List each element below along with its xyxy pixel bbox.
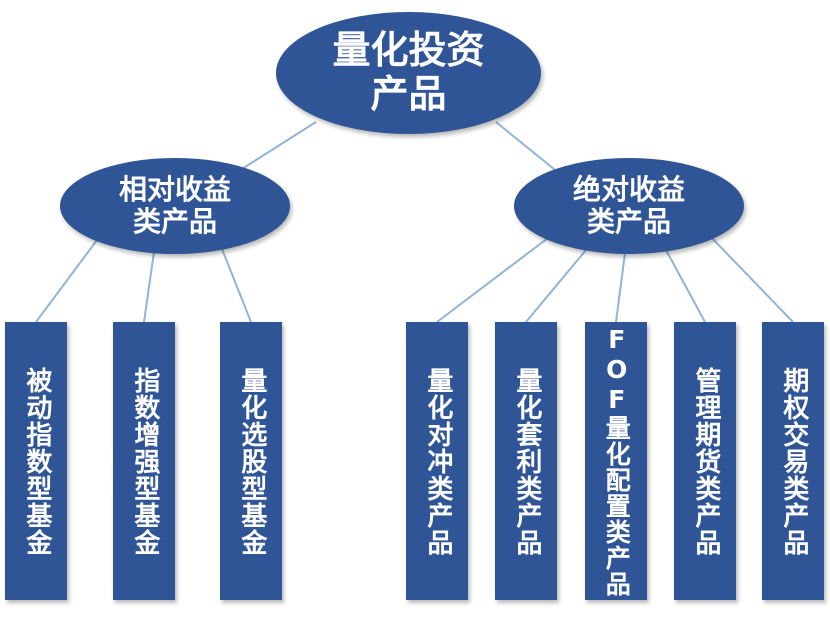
connector-relative-passive [35,235,101,323]
connector-absolute-fof [615,252,626,323]
root-node-line-2: 产品 [370,72,447,116]
leaf-enhanced-index-fund: 指数增强型基金 [113,322,175,600]
leaf-quant-hedge-products: 量化对冲类产品 [406,322,468,600]
leaf-label: 指数增强型基金 [129,366,160,556]
leaf-managed-futures-products: 管理期货类产品 [674,322,736,600]
leaf-label: 被动指数型基金 [21,366,52,556]
relative-return-products-node: 相对收益 类产品 [60,158,290,254]
connector-relative-stock-picking [219,243,252,323]
absolute-node-line-1: 绝对收益 [572,172,685,206]
leaf-label: 期权交易类产品 [778,366,809,556]
relative-node-line-1: 相对收益 [118,172,231,206]
leaf-label: 量化对冲类产品 [422,366,453,556]
leaf-quant-stock-picking-fund: 量化选股型基金 [220,322,282,600]
absolute-node-line-2: 类产品 [586,205,671,238]
connector-root-absolute [495,121,561,175]
leaf-options-trading-products: 期权交易类产品 [762,322,824,600]
leaf-label: FOF量化配置类产品 [602,325,632,597]
connector-absolute-arbitrage [525,249,587,323]
root-node-line-1: 量化投资 [332,28,485,73]
leaf-label: 量化套利类产品 [511,366,542,556]
connector-absolute-cta [665,249,706,323]
leaf-fof-quant-allocation-products: FOF量化配置类产品 [585,322,647,600]
leaf-label: 管理期货类产品 [690,366,721,556]
connector-absolute-hedge [436,237,549,323]
root-node-quant-investment-products: 量化投资 产品 [276,12,541,134]
connector-relative-enhanced [143,251,155,323]
connector-absolute-options [707,233,794,323]
leaf-passive-index-fund: 被动指数型基金 [5,322,67,600]
connector-root-relative [233,121,317,175]
leaf-quant-arbitrage-products: 量化套利类产品 [495,322,557,600]
relative-node-line-2: 类产品 [132,205,217,238]
absolute-return-products-node: 绝对收益 类产品 [514,158,744,254]
leaf-label: 量化选股型基金 [236,366,267,556]
